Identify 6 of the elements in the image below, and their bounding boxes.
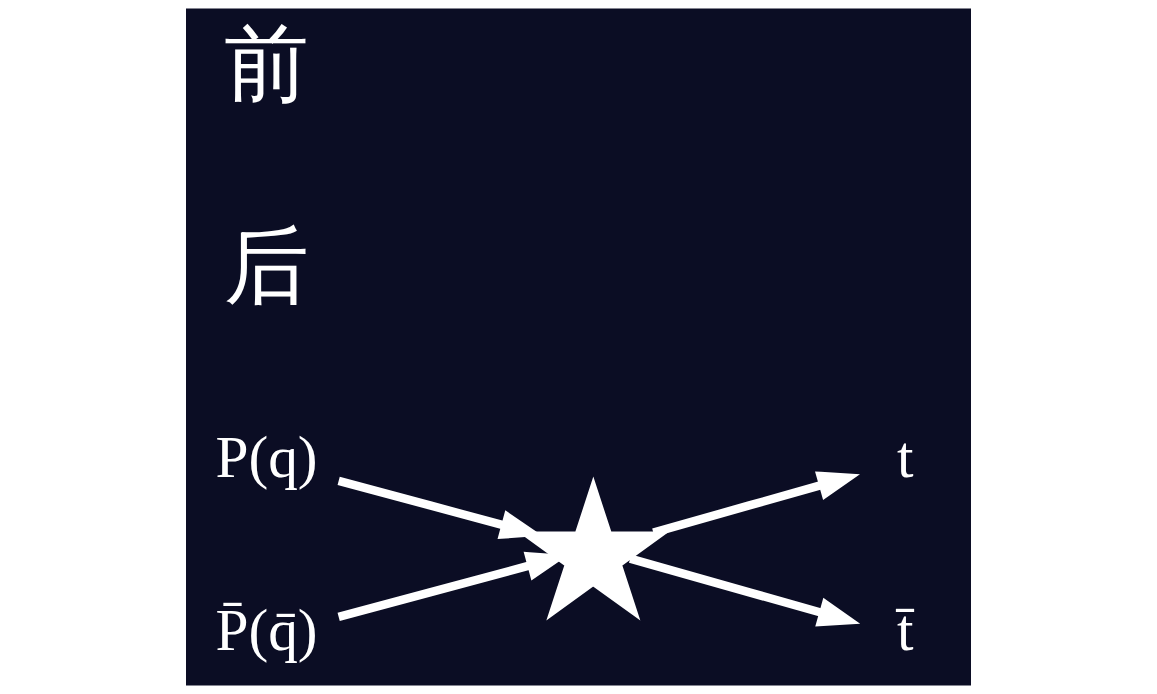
label: 前 bbox=[224, 14, 310, 114]
node-text: t̄ bbox=[897, 597, 914, 664]
label: 后 bbox=[224, 215, 310, 315]
node-text: t bbox=[897, 423, 914, 490]
node-text: P̄(q̄) bbox=[215, 597, 318, 664]
node-text: P(q) bbox=[215, 423, 318, 490]
